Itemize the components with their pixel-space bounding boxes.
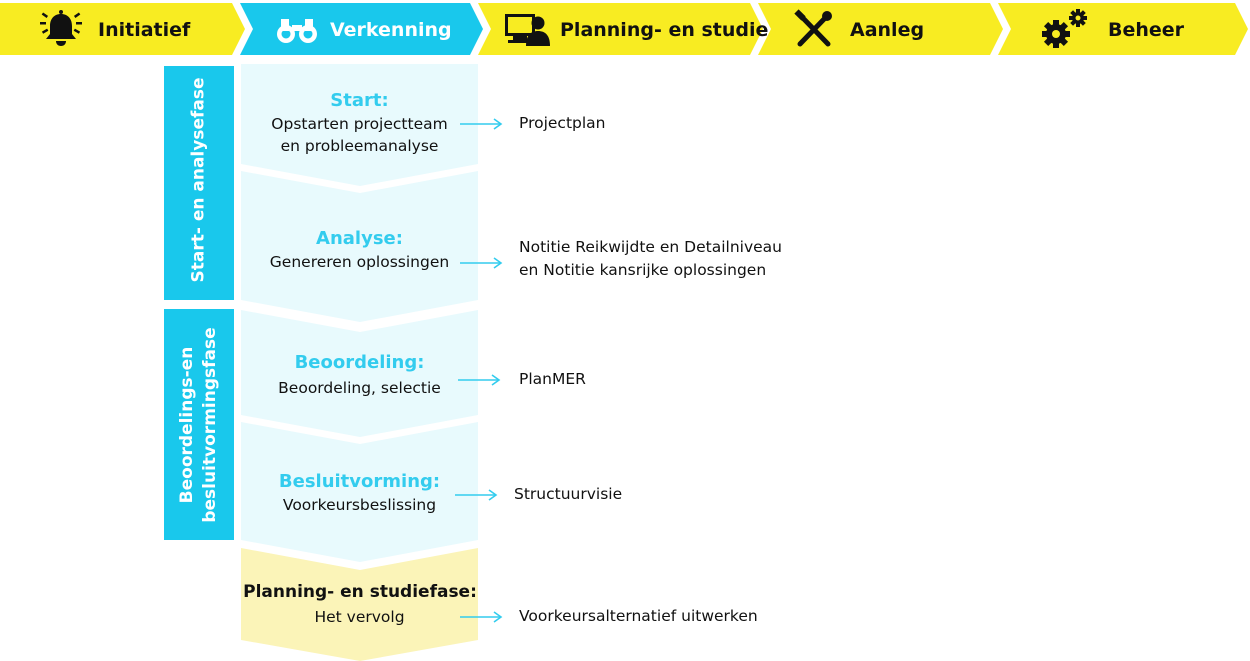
step-desc-start: Opstarten projectteam en probleemanalyse <box>241 113 478 157</box>
step-desc-beoordeling: Beoordeling, selectie <box>278 379 441 397</box>
step-title-analyse: Analyse: <box>316 228 403 249</box>
side-bar-beoordeling <box>164 309 234 540</box>
phase-chevron-aanleg[interactable] <box>758 3 1003 55</box>
bell-icon <box>40 10 82 46</box>
arrow-start <box>460 118 503 130</box>
output-analyse-line1: Notitie Reikwijdte en Detailniveau <box>519 238 782 256</box>
side-bar-start <box>164 66 234 300</box>
output-beoordeling: PlanMER <box>519 370 586 388</box>
side-label-beoordeling-line2: besluitvormingsfase <box>200 327 220 523</box>
computer-user-icon <box>505 14 550 46</box>
output-start: Projectplan <box>519 114 606 132</box>
phase-chevron-verkenning[interactable] <box>240 3 483 55</box>
side-label-beoordeling: Beoordelings-en besluitvormingsfase <box>176 315 222 535</box>
output-analyse: Notitie Reikwijdte en Detailniveau en No… <box>519 236 782 282</box>
phase-label-beheer: Beheer <box>1108 19 1185 41</box>
step-title-beoordeling: Beoordeling: <box>294 352 425 373</box>
tools-icon <box>794 9 832 47</box>
step-shape-besluitvorming <box>241 422 478 562</box>
side-label-beoordeling-line1: Beoordelings-en <box>177 346 197 504</box>
output-besluitvorming: Structuurvisie <box>514 485 623 503</box>
gears-icon <box>1042 9 1087 48</box>
step-desc-start-line2: en probleemanalyse <box>280 137 439 155</box>
step-shape-planning <box>241 548 478 661</box>
phase-label-verkenning: Verkenning <box>330 19 452 41</box>
step-shape-beoordeling <box>241 310 478 437</box>
step-desc-besluitvorming: Voorkeursbeslissing <box>282 496 437 514</box>
arrow-analyse <box>460 257 503 269</box>
step-title-besluitvorming: Besluitvorming: <box>278 471 441 492</box>
arrow-planning <box>460 611 503 623</box>
side-label-start: Start- en analysefase <box>188 77 209 283</box>
arrow-besluitvorming <box>455 489 498 501</box>
step-title-planning: Planning- en studiefase: <box>243 582 477 602</box>
binoculars-icon <box>277 19 317 43</box>
step-desc-analyse: Genereren oplossingen <box>269 253 450 271</box>
output-analyse-line2: en Notitie kansrijke oplossingen <box>519 261 767 279</box>
step-desc-start-line1: Opstarten projectteam <box>271 115 448 133</box>
phase-label-aanleg: Aanleg <box>850 19 925 41</box>
arrow-beoordeling <box>458 374 501 386</box>
phase-label-initiatief: Initiatief <box>98 19 191 41</box>
step-title-start: Start: <box>330 90 389 111</box>
step-desc-planning: Het vervolg <box>314 608 405 626</box>
output-planning: Voorkeursalternatief uitwerken <box>519 607 758 625</box>
phase-label-planning: Planning- en studie <box>560 19 769 41</box>
step-shape-analyse <box>241 171 478 322</box>
step-shape-start <box>241 64 478 186</box>
